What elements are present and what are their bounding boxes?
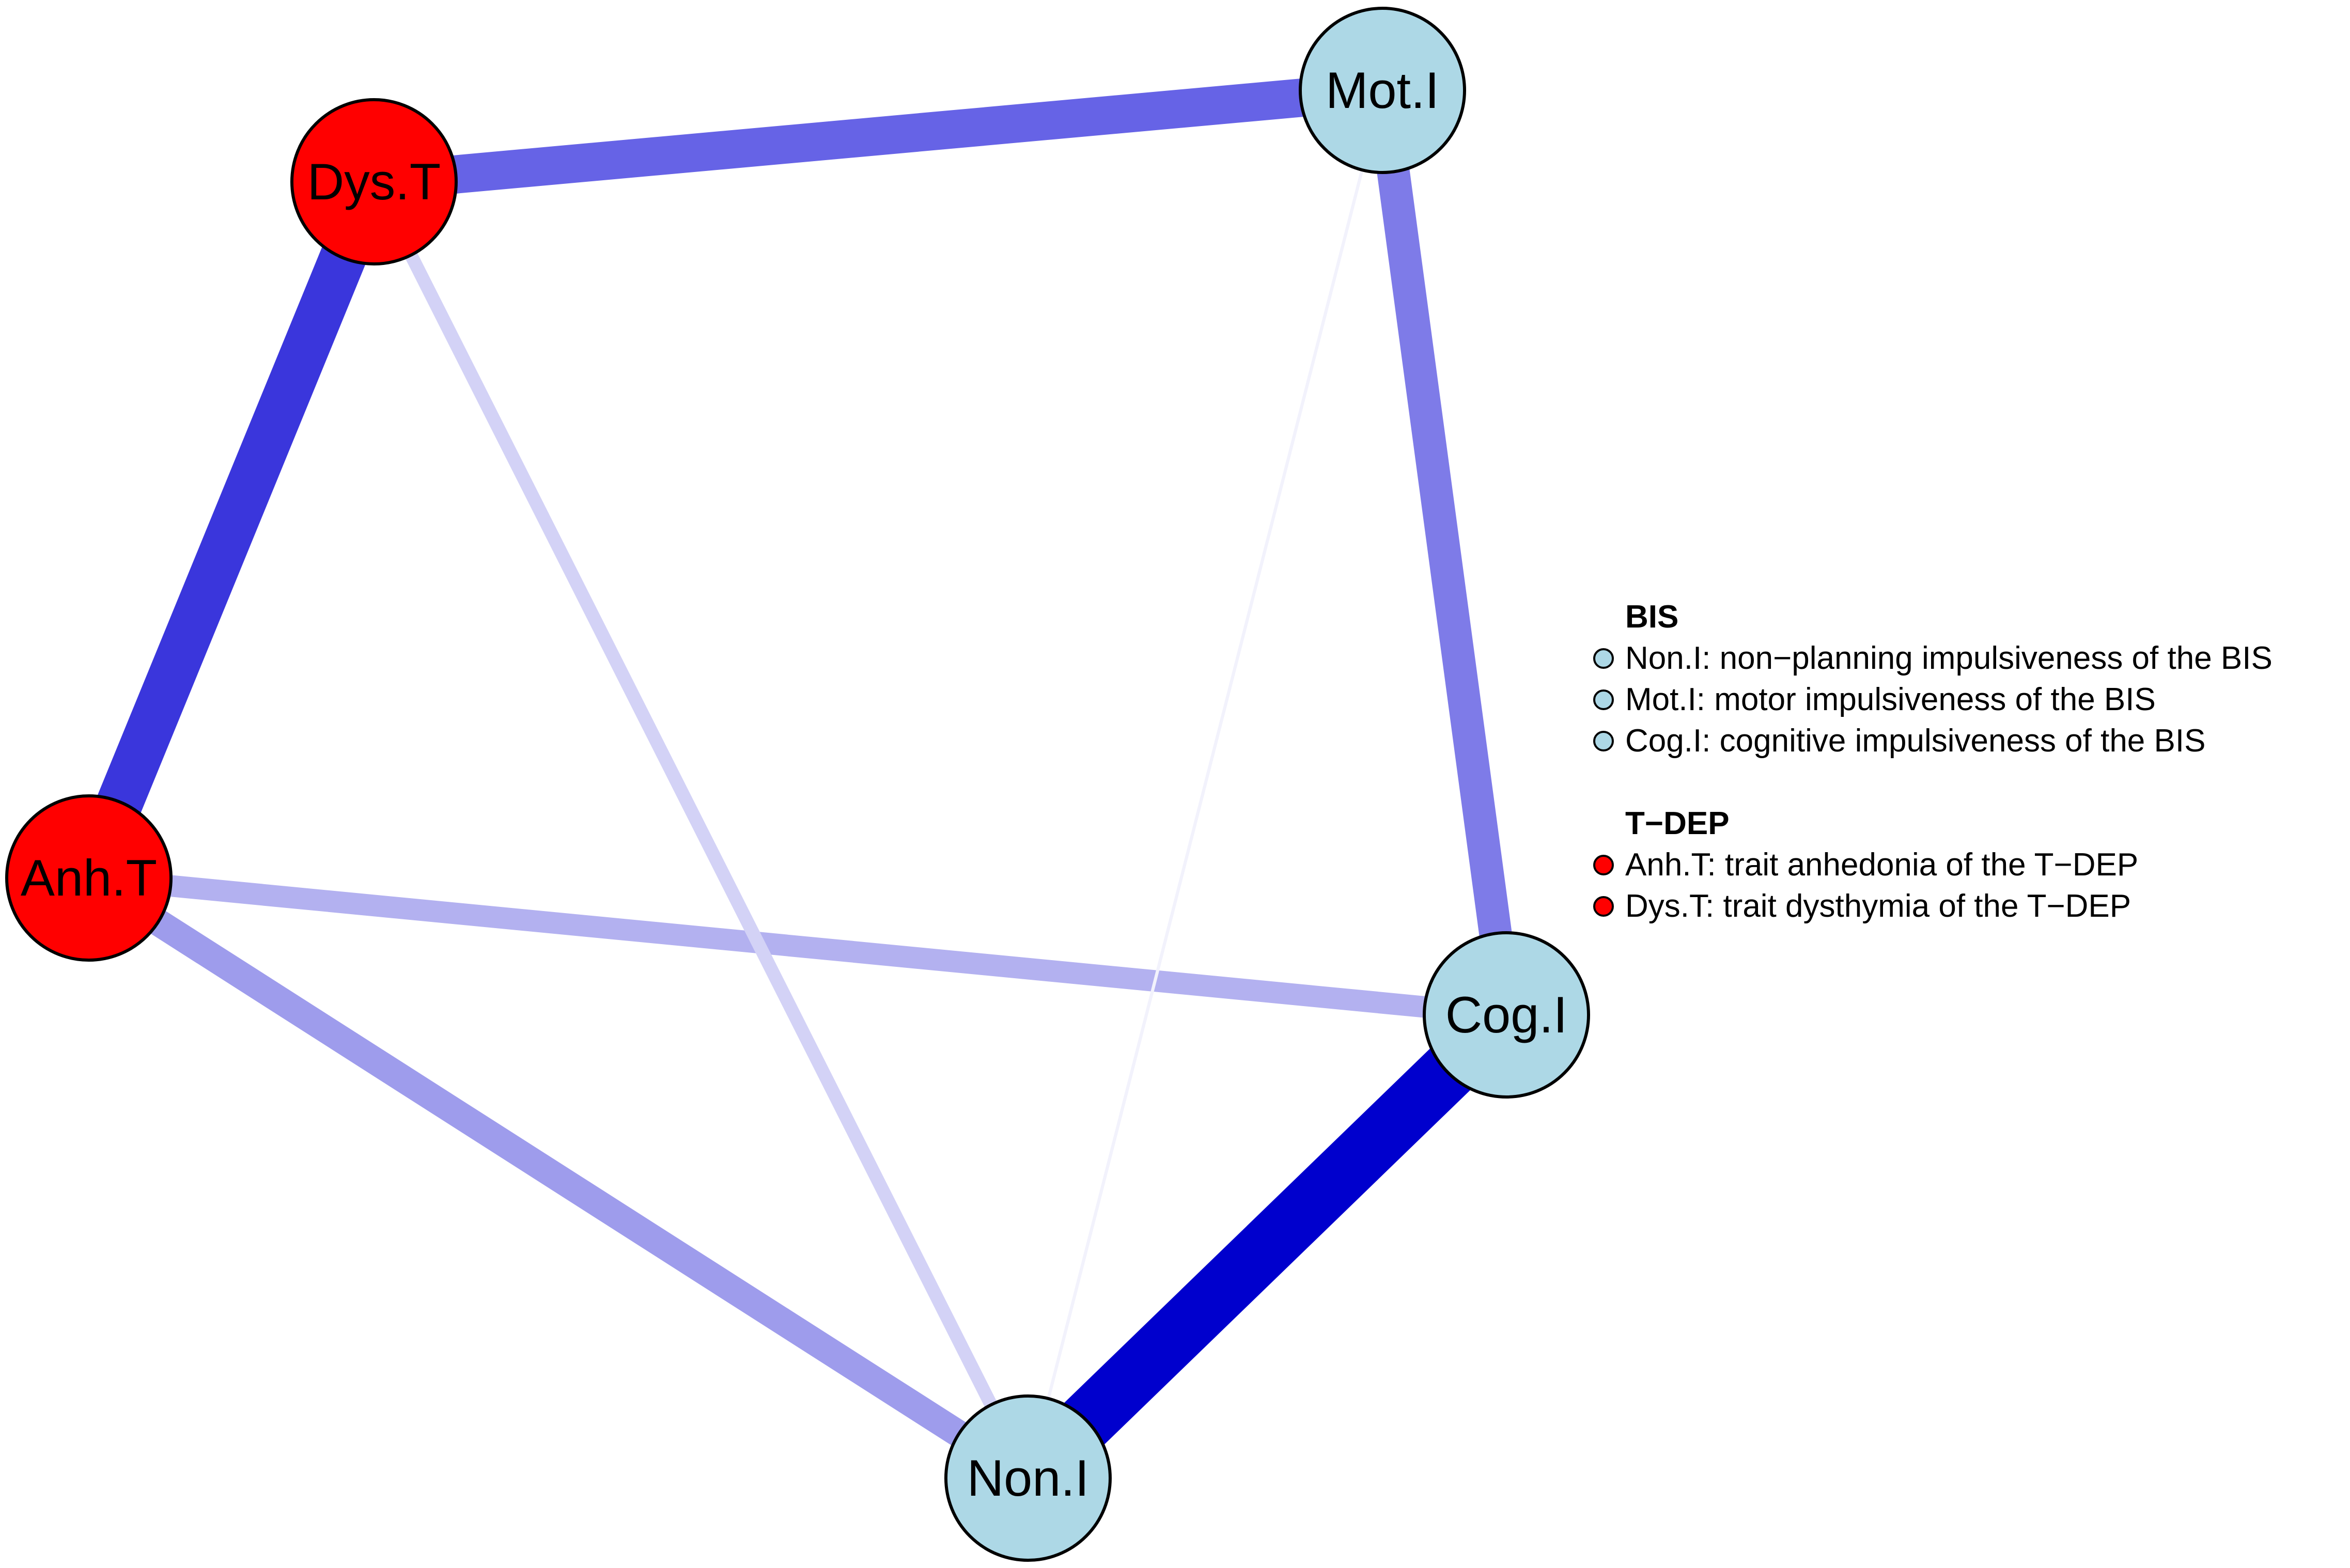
legend-marker	[1593, 689, 1614, 710]
node-non-i: Non.I	[944, 1394, 1112, 1562]
node-dys-t: Dys.T	[290, 98, 458, 265]
node-mot-i: Mot.I	[1299, 7, 1466, 174]
edge-cog-i-non-i	[1008, 994, 1527, 1499]
node-circle	[944, 1394, 1112, 1562]
node-anh-t: Anh.T	[5, 794, 173, 962]
node-circle	[5, 794, 173, 962]
edge-dys-t-mot-i	[372, 71, 1384, 201]
node-circle	[1299, 7, 1466, 174]
legend-group-t-dep: T−DEP Anh.T: trait anhedonia of the T−DEP…	[1593, 806, 2138, 924]
node-label: Anh.T	[21, 849, 157, 906]
legend-item-label: Non.I: non−planning impulsiveness of the…	[1625, 640, 2273, 676]
network-edges	[67, 71, 1527, 1499]
node-label: Mot.I	[1326, 61, 1439, 119]
network-nodes: Dys.T Mot.I Anh.T Cog.I Non.I	[5, 7, 1590, 1562]
node-label: Dys.T	[307, 153, 441, 210]
legend-item-label: Cog.I: cognitive impulsiveness of the BI…	[1625, 723, 2205, 759]
edge-dys-t-non-i	[368, 179, 1034, 1481]
node-cog-i: Cog.I	[1423, 931, 1590, 1099]
edge-dys-t-anh-t	[67, 173, 396, 887]
legend-marker	[1593, 648, 1614, 669]
node-label: Cog.I	[1445, 986, 1568, 1043]
legend-item-label: Dys.T: trait dysthymia of the T−DEP	[1625, 888, 2131, 924]
node-circle	[290, 98, 458, 265]
legend-marker	[1593, 731, 1614, 751]
legend-group-title: T−DEP	[1625, 806, 1730, 841]
edge-anh-t-cog-i	[87, 867, 1508, 1026]
edge-mot-i-non-i	[1026, 90, 1384, 1479]
legend-marker	[1593, 896, 1614, 917]
legend: BIS Non.I: non−planning impulsiveness of …	[1593, 599, 2273, 924]
legend-item-label: Anh.T: trait anhedonia of the T−DEP	[1625, 847, 2138, 883]
legend-item-label: Mot.I: motor impulsiveness of the BIS	[1625, 682, 2156, 717]
legend-marker	[1593, 855, 1614, 875]
edge-mot-i-cog-i	[1366, 88, 1523, 1017]
edge-anh-t-non-i	[81, 866, 1036, 1490]
legend-group-title: BIS	[1625, 599, 1678, 635]
legend-group-bis: BIS Non.I: non−planning impulsiveness of …	[1593, 599, 2273, 759]
node-label: Non.I	[967, 1449, 1090, 1507]
node-circle	[1423, 931, 1590, 1099]
